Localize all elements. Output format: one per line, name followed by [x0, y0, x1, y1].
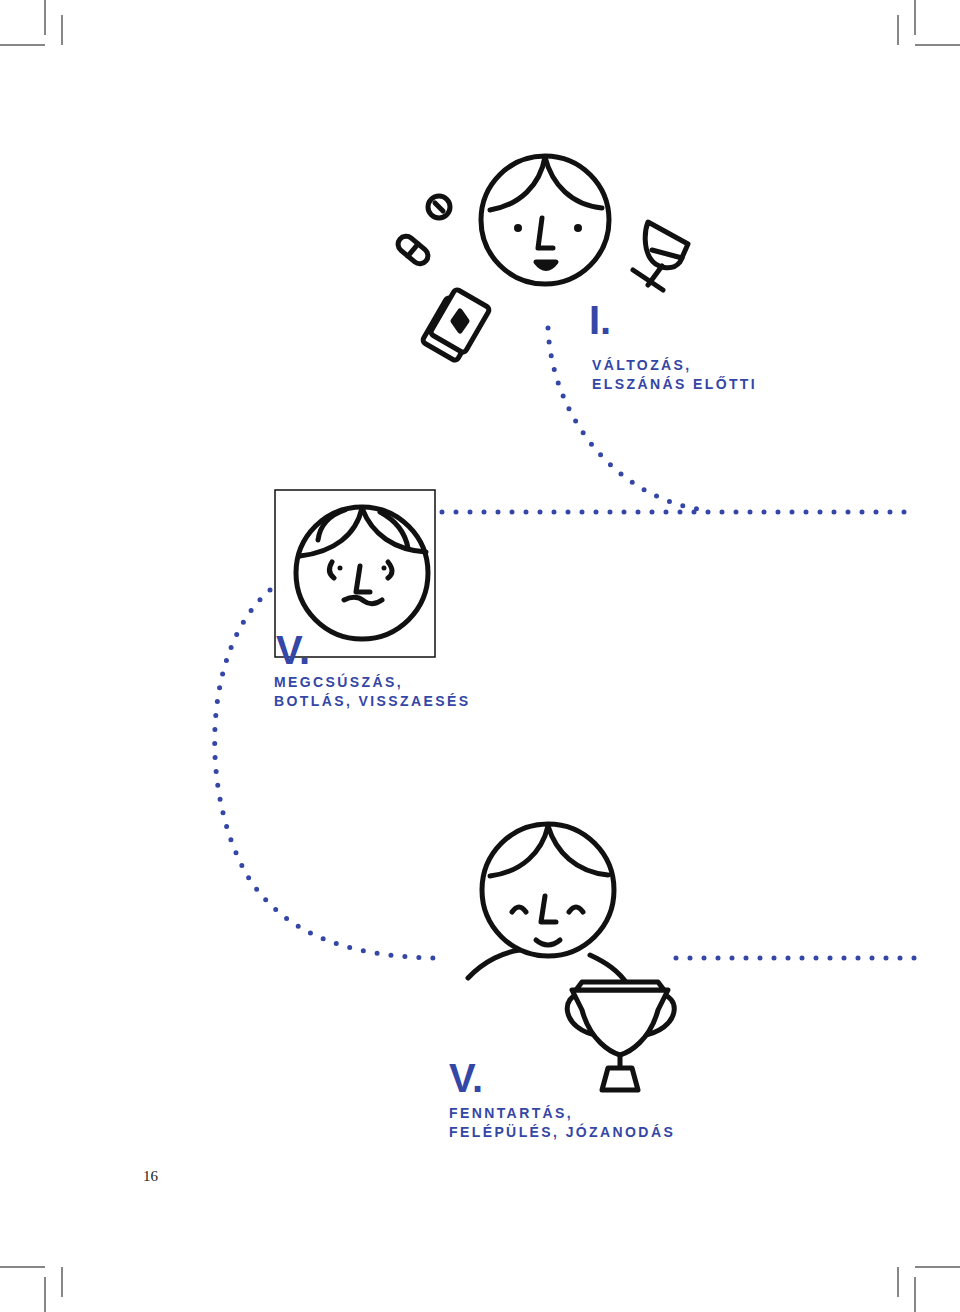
stage-number: V.: [276, 630, 310, 670]
face-sad: [296, 507, 428, 639]
face-happy: [481, 156, 609, 284]
stage-title: FENNTARTÁS, FELÉPÜLÉS, JÓZANODÁS: [449, 1104, 680, 1142]
stage-title: MEGCSÚSZÁS, BOTLÁS, VISSZAESÉS: [274, 673, 475, 711]
trophy: [567, 982, 674, 1090]
dotted-path: [215, 328, 915, 958]
stage-number: V.: [449, 1058, 483, 1098]
page-number: 16: [143, 1168, 158, 1185]
stage-number: I.: [589, 300, 611, 340]
face-content: [468, 824, 628, 985]
temptations: [395, 196, 688, 362]
stage-title: VÁLTOZÁS, ELSZÁNÁS ELŐTTI: [592, 356, 762, 394]
